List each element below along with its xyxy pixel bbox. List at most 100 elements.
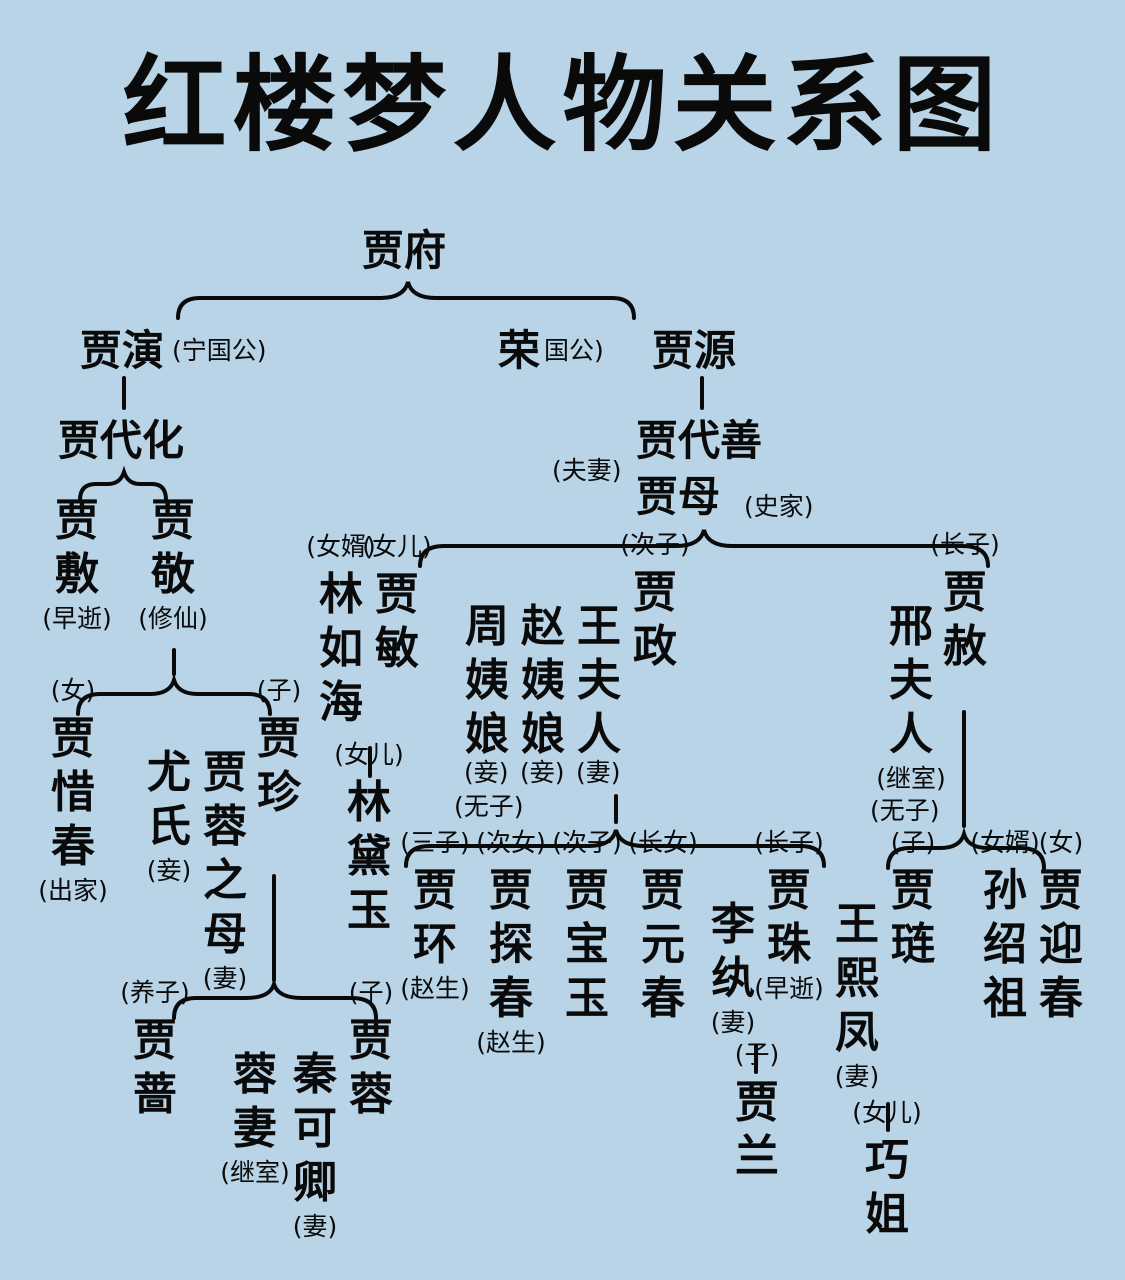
note-jialan-above: (子) [734,1040,780,1069]
node-jiahuan: (三子)贾环贾环(赵生) [400,830,470,1006]
char: 尤 [147,747,191,798]
char: 贾 [767,865,811,916]
note-jiashe-above: (长子) [930,530,1000,559]
note-fuqi: (夫妻) [552,456,622,485]
node-rongqi: 蓉妻蓉妻(继室) [220,1048,290,1190]
char: 王 [577,601,621,652]
note-jiazhu-below: (早逝) [754,974,824,1003]
note-tanchun-below: (赵生) [476,1028,546,1057]
node-jiayuanchun: (长女)贾元春贾元春 [628,830,698,1026]
note-xichun-below: (出家) [38,876,108,905]
char: 熙 [835,953,879,1004]
char: 贾 [943,567,987,618]
note-rongqi-below: (继室) [220,1158,290,1187]
char: 赦 [943,621,987,672]
note-jiahuan-above: (三子) [400,828,470,857]
char: 敬 [151,549,195,600]
char: 娘 [465,709,509,760]
char: 贾 [735,1077,779,1128]
note-wuzi-zhou: (无子) [454,792,524,821]
char: 贾 [349,1015,393,1066]
char: 孙 [983,865,1027,916]
char: 母 [203,909,247,960]
brace-zheng [404,829,826,868]
note-yingchun-above: (女) [1038,828,1084,857]
note-jiazhen-above: (子) [256,676,302,705]
char: 纨 [711,953,755,1004]
note-qie-zhao: (妾) [520,758,565,787]
note-shijia: (史家) [744,492,814,521]
node-linruhai: (女婿)林如海林如海 [306,534,376,730]
char: 探 [489,919,533,970]
char: 政 [633,621,677,672]
brace-daihua [78,465,168,502]
char: 玉 [565,973,609,1024]
char: 李 [711,899,755,950]
node-jiayingchun: (女)贾迎春贾迎春 [1036,830,1086,1026]
char: 春 [51,821,95,872]
char: 姐 [865,1189,909,1240]
char: 凤 [835,1007,879,1058]
note-qi-wang: (妻) [576,758,621,787]
note-jiamin-above: (女儿) [362,532,432,561]
note-jiafu_she-below: (早逝) [42,604,112,633]
node-jiayan: 贾演 [80,326,165,375]
char: 春 [641,973,685,1024]
node-liwan: 李纨李纨(妻) [708,898,758,1040]
node-jiabaoyu: (次子)贾宝玉贾宝玉 [552,830,622,1026]
note-youshi-below: (妾) [146,856,192,885]
note-wuzi-xing: (无子) [870,796,940,825]
char: 卿 [293,1157,337,1208]
char: 贾 [641,865,685,916]
node-jialan: (子)贾兰贾兰 [732,1042,782,1184]
char: 春 [1039,973,1083,1024]
char: 人 [577,709,621,760]
char: 贾 [565,865,609,916]
char: 林 [319,569,363,620]
char: 妻 [233,1103,277,1154]
char: 赵 [521,601,565,652]
node-sunshaozu: (女婿)孙绍祖孙绍祖 [970,830,1040,1026]
node-jiadaishan: 贾代善 [636,416,763,465]
char: 环 [413,919,457,970]
char: 可 [293,1103,337,1154]
char: 贾 [375,569,419,620]
note-tanchun-above: (次女) [476,828,546,857]
node-jiazhen: (子)贾珍贾珍 [254,678,304,820]
char: 蓉 [233,1049,277,1100]
char: 人 [889,709,933,760]
char: 祖 [983,973,1027,1024]
note-xingfu-below: (继室) [876,764,946,793]
node-rongmu: 贾蓉之母贾蓉之母(妻) [200,746,250,996]
note-rongmu-below: (妻) [202,964,248,993]
node-qinkeqing: 秦可卿秦可卿(妻) [290,1048,340,1244]
note-jiaqiang-above: (养子) [120,978,190,1007]
note-ningguogong: (宁国公) [172,336,267,365]
node-rong-prefix: 荣 [498,326,541,375]
char: 贾 [633,567,677,618]
char: 贾 [413,865,457,916]
note-baoyu-above: (次子) [552,828,622,857]
node-jiafu: 贾府 [362,226,447,275]
char: 惜 [51,767,95,818]
diagram-title: 红楼梦人物关系图 [122,44,1003,166]
brace-root [176,281,636,320]
char: 兰 [735,1131,779,1182]
char: 邢 [889,601,933,652]
char: 氏 [147,801,191,852]
note-jiajing-below: (修仙) [138,604,208,633]
note-yuanchun-above: (长女) [628,828,698,857]
char: 贾 [55,495,99,546]
note-qie-zhou: (妾) [464,758,509,787]
char: 贾 [51,713,95,764]
char: 蓉 [349,1069,393,1120]
note-qinkeqing-below: (妻) [292,1212,338,1241]
char: 春 [489,973,533,1024]
char: 周 [465,601,509,652]
char: 姨 [521,655,565,706]
note-liwan-below: (妻) [710,1008,756,1037]
node-jiatanchun: (次女)贾探春贾探春(赵生) [476,830,546,1060]
brace-jiamu [418,529,990,568]
char: 之 [203,855,247,906]
